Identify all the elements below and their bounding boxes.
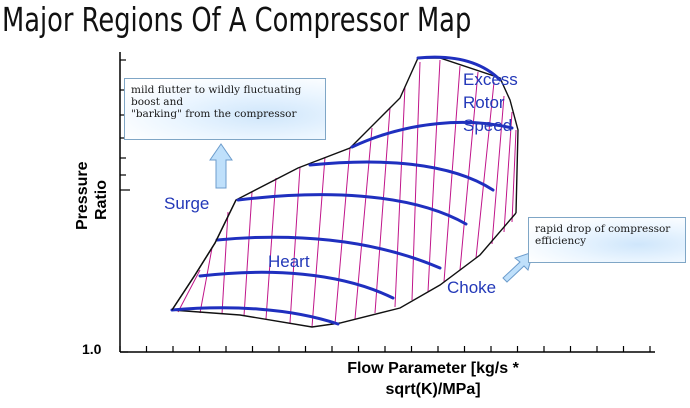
map-grid-line [199,247,213,314]
map-grid-line [491,95,505,245]
y-axis-min-tick-label: 1.0 [82,341,102,357]
map-grid-line [334,147,351,325]
map-grid-line [243,191,253,317]
region-label-excess: Excess Rotor Speed [463,68,518,137]
map-grid-line [374,107,391,314]
speed-line-1 [170,306,340,326]
region-label-excess-line-2: Rotor [463,93,505,112]
map-grid-line [411,61,421,301]
speed-line-5 [308,160,495,192]
map-grid-line [394,85,406,308]
map-grid-line [459,71,479,271]
x-axis-label-line-2: sqrt(K)/MPa] [385,381,481,398]
speed-line-3 [215,235,442,270]
speed-lines [170,55,514,326]
region-label-excess-line-3: Speed [463,116,513,135]
map-grid-lines [177,59,517,328]
x-axis-label-line-1: Flow Parameter [kg/s * [347,360,519,377]
x-axis-ticks [119,346,651,352]
choke-callout-line-2: efficiency [535,235,587,247]
map-grid-line [289,166,301,324]
speed-line-6 [350,121,514,149]
surge-callout-line-2: boost and [131,96,184,108]
map-grid-line [311,156,326,328]
map-grid-line [177,269,201,313]
region-label-choke: Choke [447,278,497,297]
choke-callout-line-1: rapid drop of compressor [535,223,671,235]
speed-line-4 [236,193,468,226]
y-axis-label-line-2: Ratio [93,180,110,220]
region-label-excess-line-1: Excess [463,70,518,89]
speed-line-2 [198,270,395,300]
region-label-surge: Surge [164,194,210,213]
speed-line-7 [416,55,502,82]
choke-callout: rapid drop of compressor efficiency [528,217,686,263]
page-title: Major Regions Of A Compressor Map [2,0,472,39]
surge-callout-line-1: mild flutter to wildly fluctuating [131,84,302,96]
map-grid-line [265,177,277,320]
map-grid-line [511,129,517,223]
surge-line [171,199,237,311]
surge-callout-line-3: "barking" from the compressor [131,108,297,120]
surge-callout: mild flutter to wildly fluctuating boost… [124,78,326,140]
map-grid-line [503,111,513,233]
region-label-heart: Heart [268,252,310,271]
map-grid-line [475,81,495,259]
map-grid-line [221,211,229,315]
map-grid-line [427,59,441,293]
y-axis-label: Pressure Ratio [60,150,120,231]
map-grid-line [443,65,461,283]
y-axis-label-line-1: Pressure [74,161,91,231]
x-axis-label: Flow Parameter [kg/s * sqrt(K)/MPa] [318,358,548,400]
map-grid-line [354,127,373,320]
map-outline-lower [171,212,517,328]
surge-arrow-icon [209,143,233,189]
